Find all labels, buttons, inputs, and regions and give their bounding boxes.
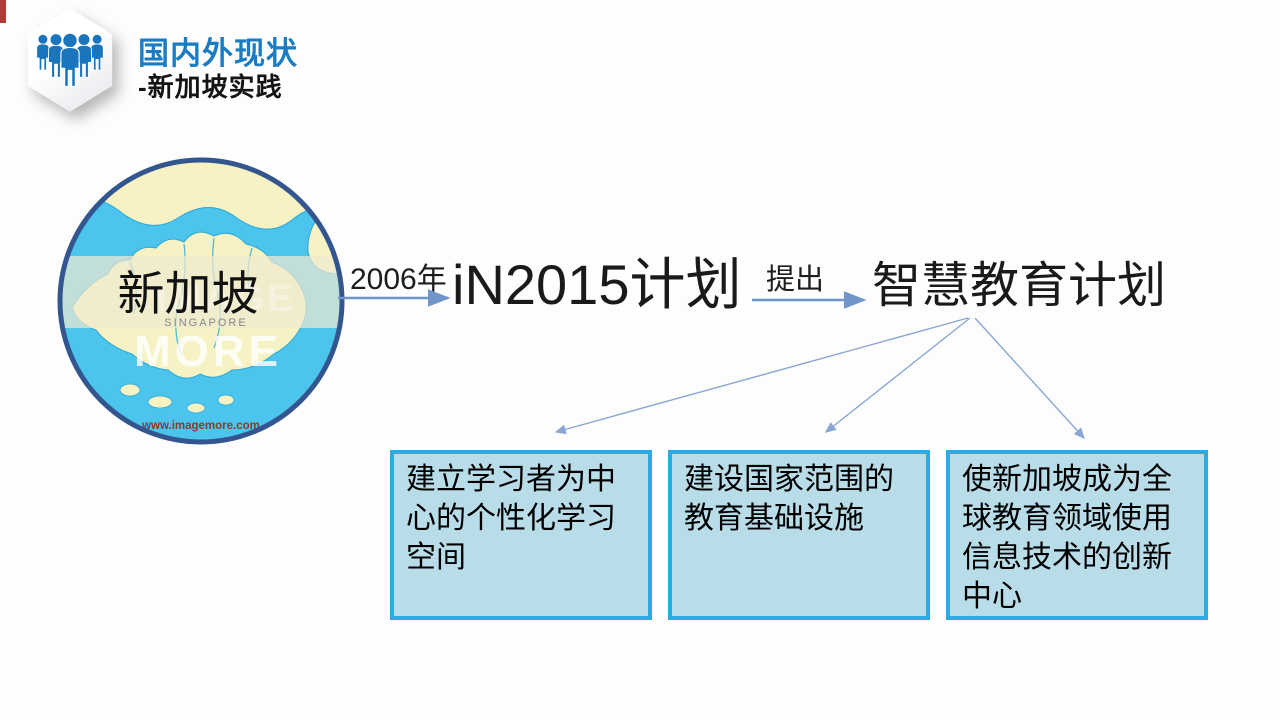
- page-subtitle: -新加坡实践: [138, 72, 283, 102]
- plan-title: iN2015计划: [452, 253, 742, 316]
- outcome-boxes: 建立学习者为中心的个性化学习空间 建设国家范围的教育基础设施 使新加坡成为全球教…: [390, 450, 1208, 620]
- outcome-box-2: 建设国家范围的教育基础设施: [668, 450, 930, 620]
- outcome-box-1: 建立学习者为中心的个性化学习空间: [390, 450, 652, 620]
- page-title: 国内外现状: [138, 36, 298, 71]
- map-label: 新加坡: [118, 267, 259, 320]
- map-border: [57, 157, 345, 445]
- map-watermark-image: IMAGE: [156, 278, 296, 320]
- map-watermark-url: www.imagemore.com: [141, 420, 260, 432]
- header-badge: [22, 6, 118, 114]
- fan-arrow-2: [824, 317, 971, 433]
- fan-arrow-3: [974, 317, 1085, 440]
- outcome-box-3: 使新加坡成为全球教育领域使用信息技术的创新中心: [946, 450, 1208, 620]
- corner-red-accent: [0, 0, 6, 23]
- hexagon-badge: [27, 8, 113, 112]
- verb-label: 提出: [766, 264, 825, 296]
- program-title: 智慧教育计划: [872, 259, 1167, 313]
- map-watermark-country: SINGAPORE: [164, 317, 247, 329]
- singapore-map: IMAGE 新加坡 SINGAPORE MORE www.imagemore.c…: [56, 156, 346, 446]
- people-group-icon: [28, 21, 112, 100]
- map-watermark-more: MORE: [134, 327, 282, 376]
- map-label-band: [62, 256, 340, 328]
- year-label: 2006年: [350, 263, 447, 296]
- fan-arrow-1: [554, 317, 969, 435]
